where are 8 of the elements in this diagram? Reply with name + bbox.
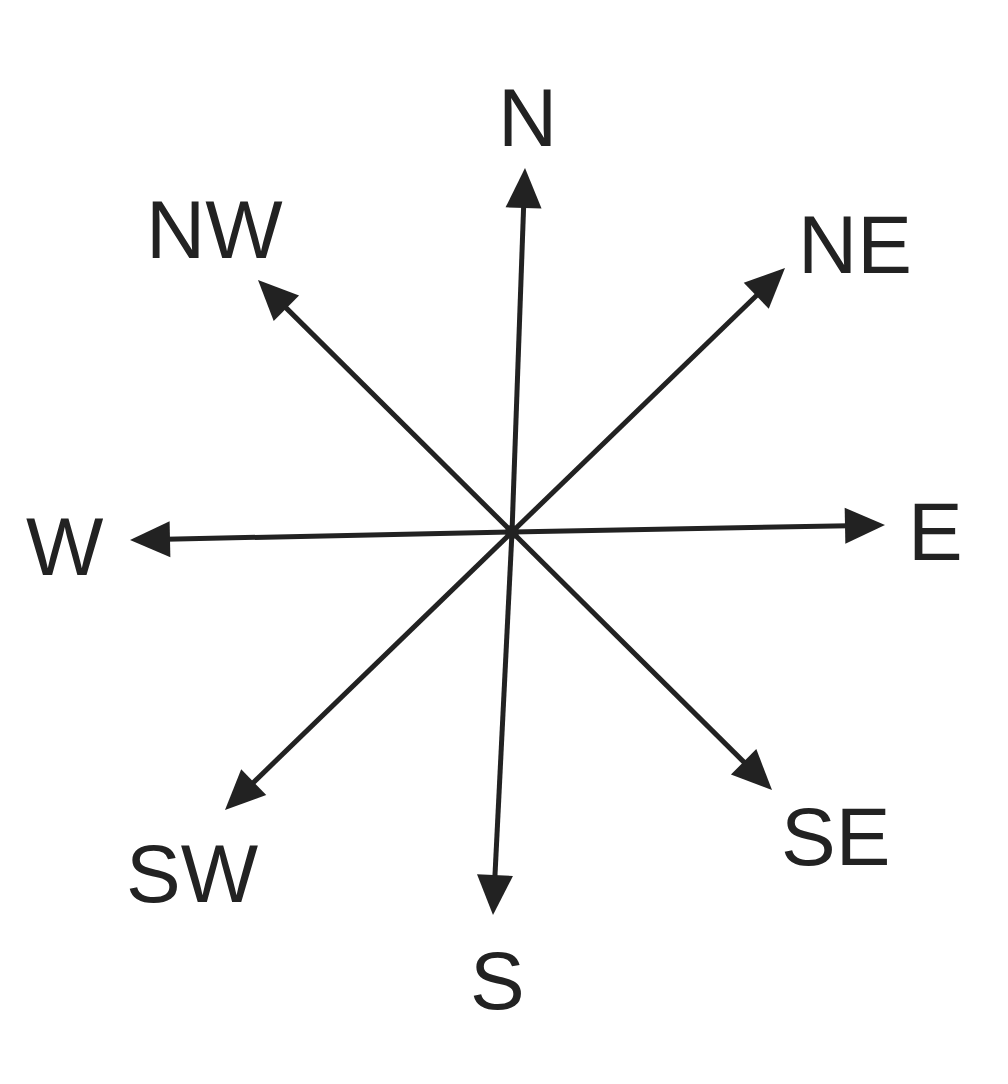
direction-label: E <box>908 491 963 573</box>
direction-label: W <box>26 506 104 588</box>
direction-label: SE <box>781 796 891 878</box>
direction-label: N <box>498 77 558 159</box>
direction-label: NW <box>146 189 283 271</box>
direction-label: NE <box>798 204 912 286</box>
direction-label: SW <box>126 833 259 915</box>
direction-label: S <box>470 940 525 1022</box>
